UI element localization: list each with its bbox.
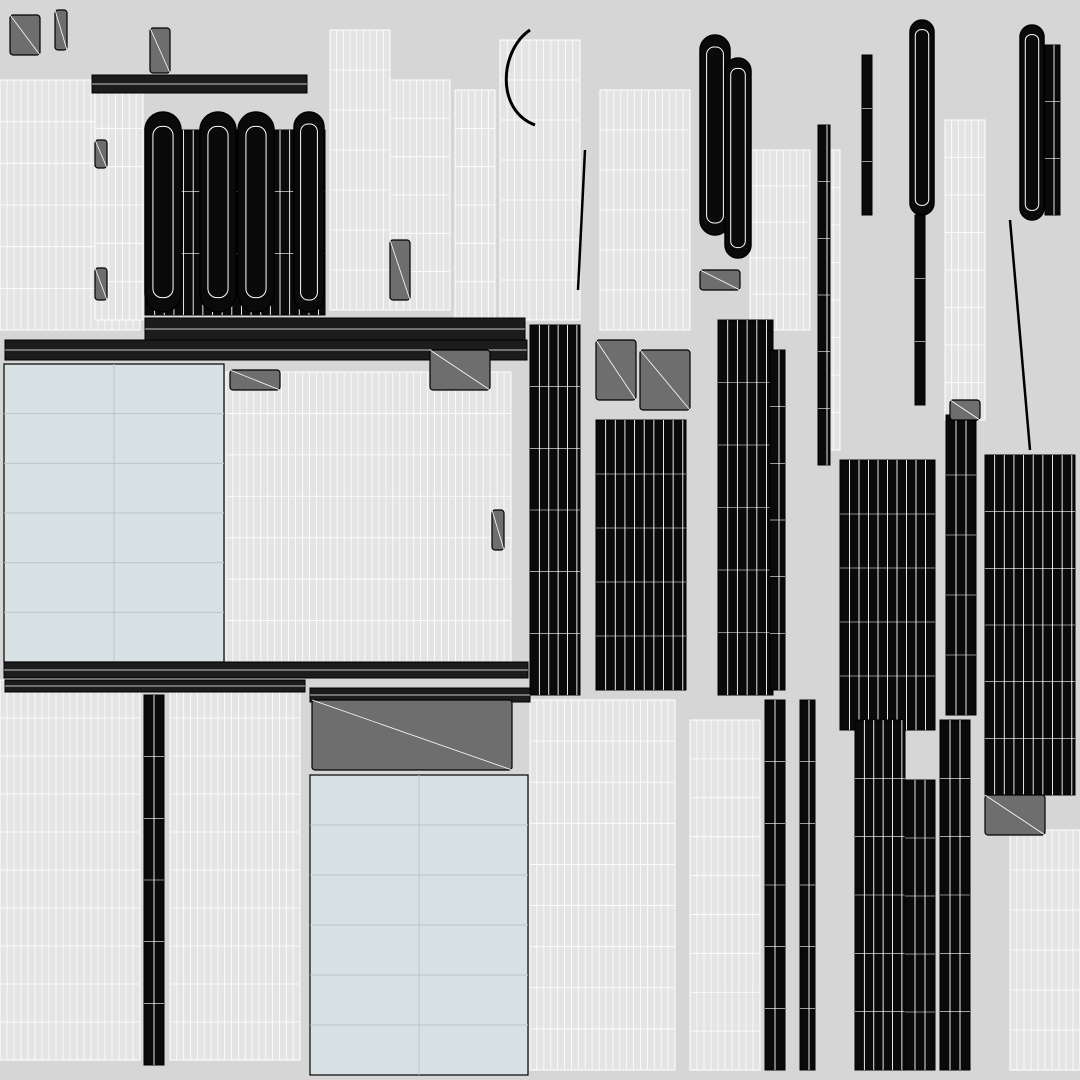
- uv-wire-field: [529, 699, 676, 1071]
- uv-small-part-line: [229, 369, 281, 391]
- small-part-islands: [9, 9, 1046, 836]
- uv-small-part-line: [311, 699, 513, 771]
- uv-small-part-line: [595, 339, 637, 401]
- uv-dense-strip: [595, 419, 687, 691]
- uv-small-part-line: [491, 509, 505, 551]
- uv-small-part-line: [699, 269, 741, 291]
- wireframe-field-islands: [0, 29, 1080, 1071]
- uv-capsule: [144, 111, 182, 313]
- uv-thin-rod: [576, 149, 587, 291]
- uv-dense-strip: [861, 54, 873, 216]
- uv-capsule-inner: [1024, 34, 1040, 211]
- uv-capsule: [724, 57, 752, 259]
- horizontal-bar-islands: [3, 74, 531, 703]
- uv-capsule-inner: [300, 123, 318, 301]
- uv-capsule: [293, 111, 325, 313]
- uv-capsule-inner: [914, 29, 930, 206]
- uv-small-part-line: [149, 27, 171, 74]
- flat-face-islands: [3, 363, 529, 1076]
- uv-hook-curve: [504, 28, 536, 127]
- uv-dense-strip: [945, 414, 977, 716]
- uv-dense-strip: [914, 214, 926, 406]
- uv-small-part-line: [94, 267, 108, 301]
- uv-capsule-inner: [245, 125, 267, 299]
- uv-wire-field: [225, 371, 512, 663]
- uv-dense-strip: [904, 779, 936, 1071]
- uv-capsule: [237, 111, 275, 313]
- uv-dense-strip: [1044, 44, 1061, 216]
- uv-small-part-line: [9, 14, 41, 56]
- uv-small-part-line: [639, 349, 691, 411]
- uv-capsule-inner: [730, 67, 746, 249]
- uv-capsule-inner: [152, 125, 174, 299]
- uv-small-part-line: [389, 239, 411, 301]
- uv-capsule-inner: [706, 46, 724, 224]
- uv-wire-field: [499, 39, 581, 321]
- capsule-islands: [144, 19, 1045, 313]
- uv-small-part-line: [94, 139, 108, 169]
- uv-capsule: [199, 111, 237, 313]
- uv-wire-field: [329, 29, 391, 311]
- uv-thin-rod: [1008, 219, 1032, 451]
- uv-capsule: [909, 19, 935, 216]
- uv-small-part-line: [949, 399, 981, 421]
- uv-capsule-inner: [207, 125, 229, 299]
- uv-small-part-line: [429, 349, 491, 391]
- uv-capsule: [1019, 24, 1045, 221]
- uv-wire-field: [749, 149, 811, 331]
- uv-small-part-line: [54, 9, 68, 51]
- uv-small-part-line: [984, 794, 1046, 836]
